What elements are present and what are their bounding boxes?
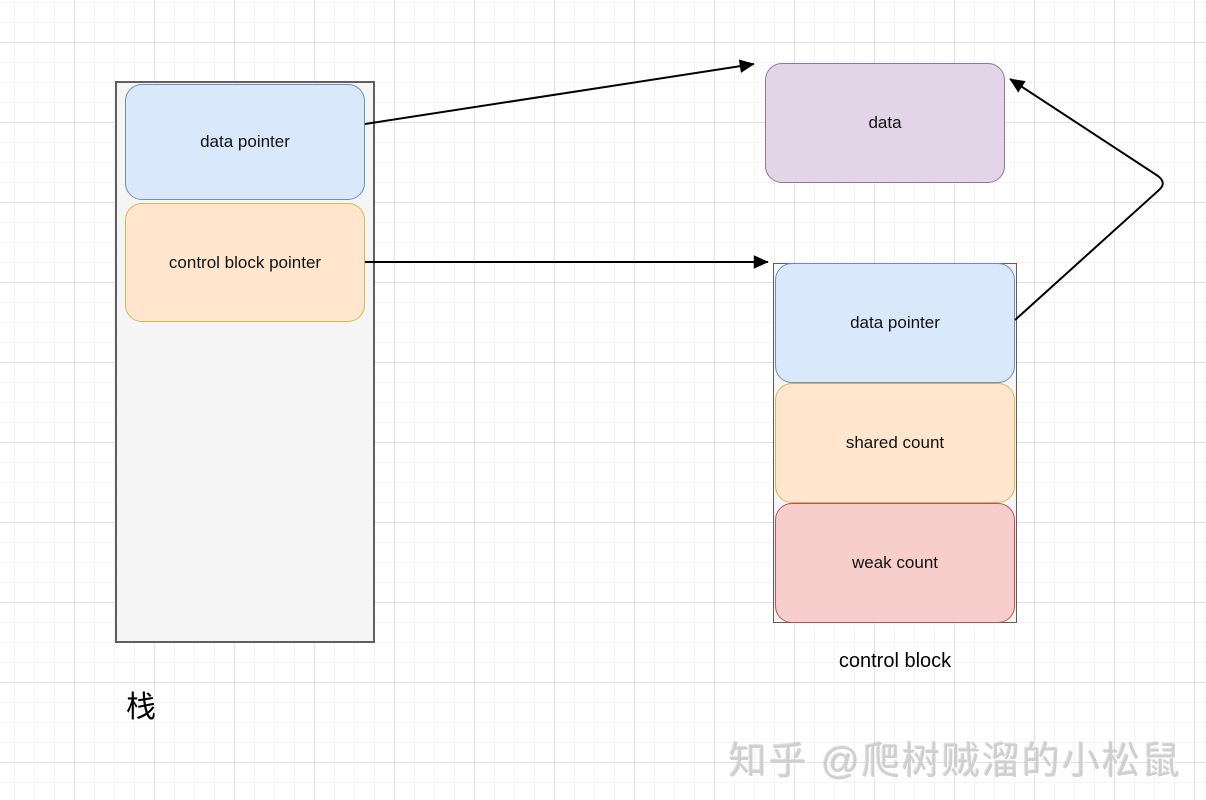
stack-cell-data-pointer: data pointer [125,84,365,200]
zhihu-watermark: 知乎 @爬树贼溜的小松鼠 [728,741,1182,783]
cb-cell-shared-count: shared count [775,383,1015,503]
arrow-stack-data-pointer-to-data-icon [364,59,755,125]
data-node: data [765,63,1005,183]
data-node-label: data [868,113,902,132]
cb-cell-data-pointer-label: data pointer [850,313,940,332]
arrow-cb-data-pointer-to-data-icon [1009,78,1164,321]
cb-cell-data-pointer: data pointer [775,263,1015,383]
cb-cell-weak-count-label: weak count [852,553,938,572]
control-block-label: control block [838,650,952,672]
stack-cell-control-block-pointer-label: control block pointer [168,252,322,272]
stack-cell-control-block-pointer: control block pointer [125,203,365,322]
cb-cell-shared-count-label: shared count [845,433,945,452]
cb-cell-weak-count: weak count [775,503,1015,623]
stack-cell-data-pointer-label: data pointer [200,132,290,151]
stack-label: 栈 [126,691,156,724]
